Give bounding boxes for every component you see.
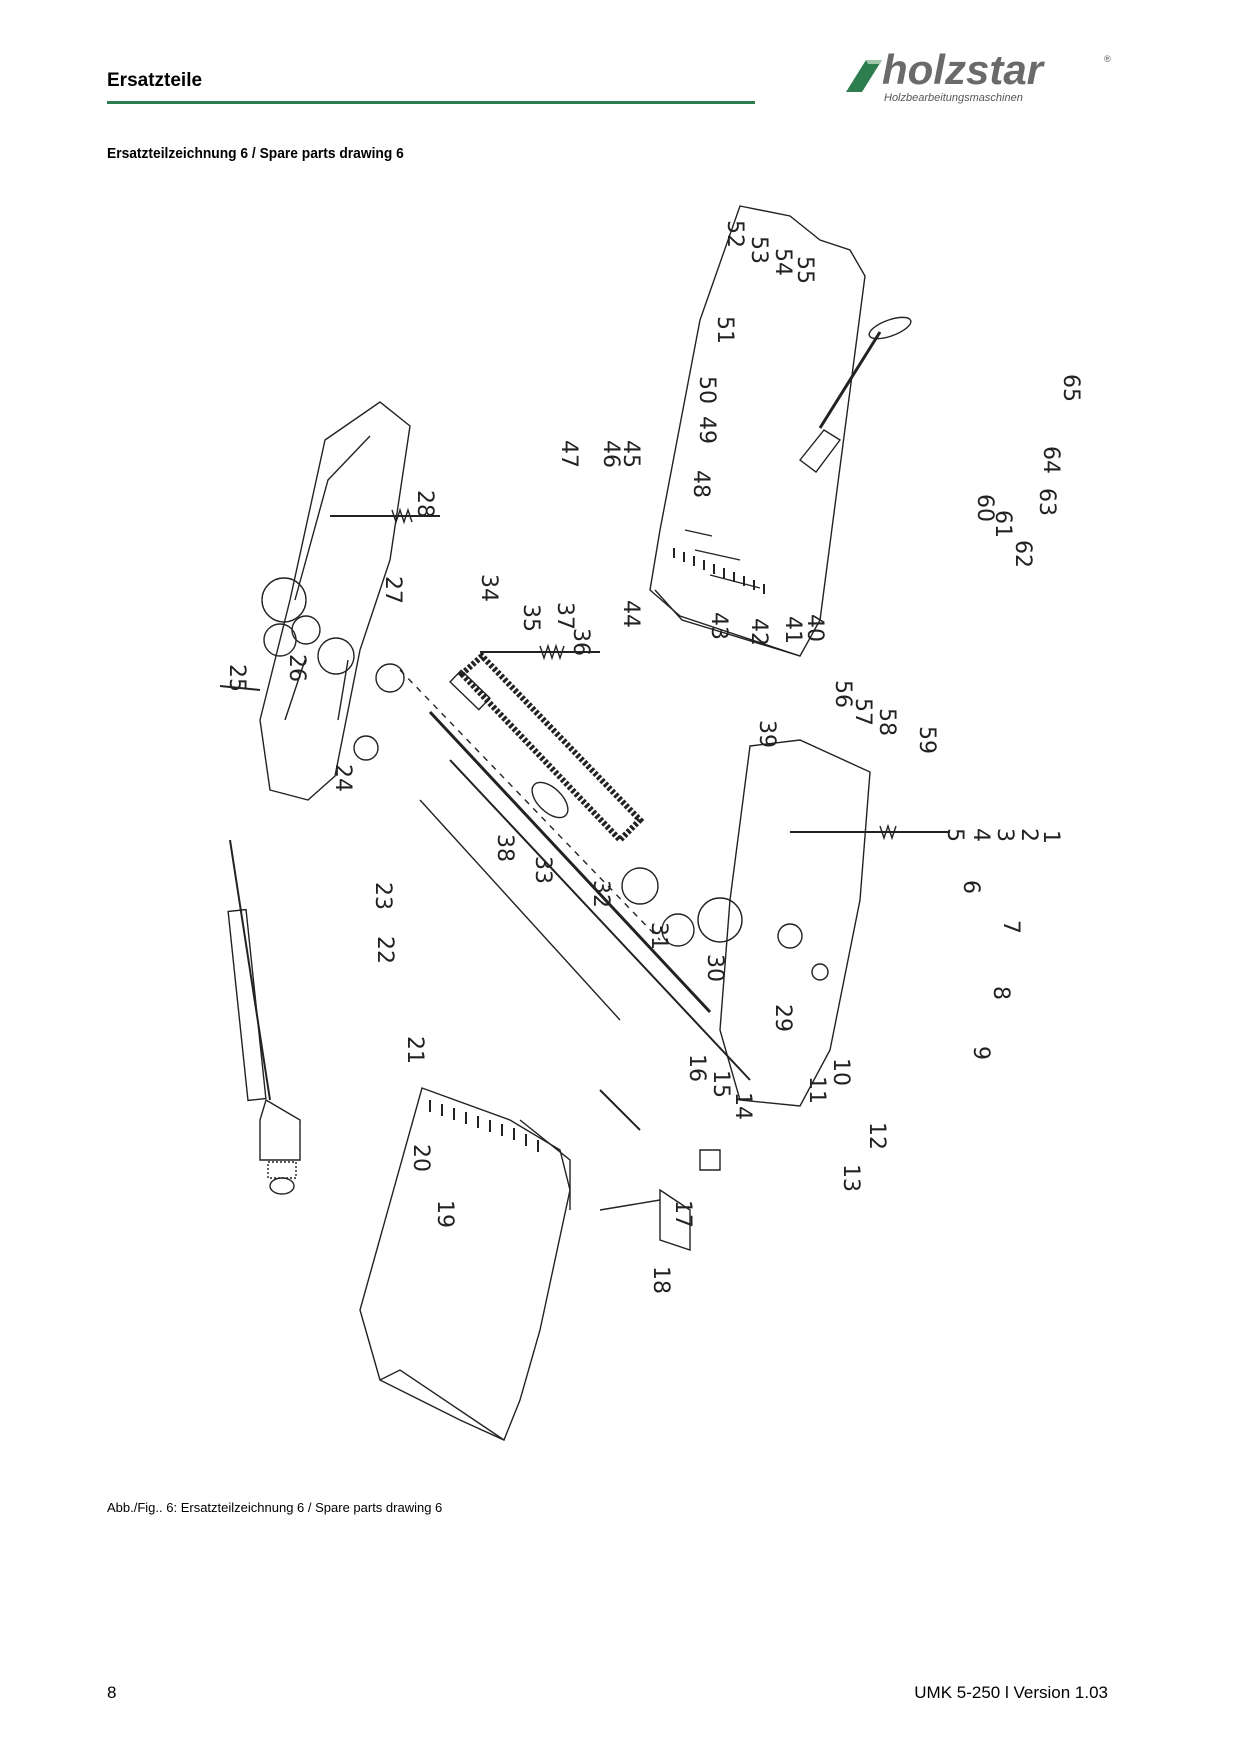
callout-9: 9	[968, 1046, 993, 1060]
callout-58: 58	[874, 708, 899, 736]
callout-39: 39	[754, 720, 779, 748]
callout-26: 26	[284, 654, 309, 682]
callout-53: 53	[746, 236, 771, 264]
callout-45: 45	[618, 440, 643, 468]
callout-16: 16	[684, 1054, 709, 1082]
callout-27: 27	[380, 576, 405, 604]
callout-18: 18	[648, 1266, 673, 1294]
callout-21: 21	[402, 1036, 427, 1064]
callout-20: 20	[408, 1144, 433, 1172]
callout-23: 23	[370, 882, 395, 910]
callout-13: 13	[838, 1164, 863, 1192]
callout-42: 42	[746, 618, 771, 646]
callout-34: 34	[476, 574, 501, 602]
callout-36: 36	[568, 628, 593, 656]
callout-61: 61	[990, 510, 1015, 538]
callout-14: 14	[730, 1092, 755, 1120]
section-title: Ersatzteile	[107, 70, 203, 91]
holzstar-logo: holzstar ® Holzbearbeitungsmaschinen	[840, 46, 1111, 108]
callout-37: 37	[552, 602, 577, 630]
callout-35: 35	[518, 604, 543, 632]
callout-5: 5	[942, 828, 967, 842]
figure-caption: Abb./Fig.. 6: Ersatzteilzeichnung 6 / Sp…	[107, 1500, 443, 1515]
callout-64: 64	[1038, 446, 1063, 474]
callout-33: 33	[530, 856, 555, 884]
callout-17: 17	[670, 1200, 695, 1228]
logo-wordmark: holzstar	[882, 46, 1044, 93]
callout-32: 32	[588, 880, 613, 908]
callout-43: 43	[706, 612, 731, 640]
page-number: 8	[107, 1683, 117, 1702]
exploded-parts-drawing: 1234567891011121314151617181920212223242…	[219, 205, 1083, 1441]
callout-54: 54	[770, 248, 795, 276]
callout-48: 48	[688, 470, 713, 498]
springs-bolts-part	[219, 507, 950, 1131]
callout-40: 40	[802, 614, 827, 642]
callout-1: 1	[1038, 830, 1063, 844]
part-callout-labels: 1234567891011121314151617181920212223242…	[224, 220, 1083, 1294]
callout-38: 38	[492, 834, 517, 862]
callout-63: 63	[1034, 488, 1059, 516]
logo-registered-mark: ®	[1104, 54, 1111, 64]
callout-12: 12	[864, 1122, 889, 1150]
handwheel-spindle-part	[227, 839, 301, 1195]
header-divider	[107, 101, 755, 104]
logo-mark-icon	[846, 60, 882, 92]
callout-7: 7	[998, 920, 1023, 934]
callout-59: 59	[914, 726, 939, 754]
lower-table-part	[359, 1087, 571, 1441]
callout-47: 47	[556, 440, 581, 468]
callout-65: 65	[1058, 374, 1083, 402]
callout-19: 19	[432, 1200, 457, 1228]
callout-62: 62	[1010, 540, 1035, 568]
callout-50: 50	[694, 376, 719, 404]
bearings-part	[263, 623, 743, 947]
callout-46: 46	[598, 440, 623, 468]
callout-55: 55	[792, 256, 817, 284]
callout-49: 49	[694, 416, 719, 444]
callout-41: 41	[780, 616, 805, 644]
callout-24: 24	[330, 764, 355, 792]
callout-6: 6	[958, 880, 983, 894]
crank-handle-part	[799, 316, 912, 473]
callout-57: 57	[850, 698, 875, 726]
callout-2: 2	[1016, 828, 1041, 842]
callout-30: 30	[702, 954, 727, 982]
callout-52: 52	[722, 220, 747, 248]
callout-4: 4	[968, 828, 993, 842]
document-version: UMK 5-250 l Version 1.03	[914, 1683, 1108, 1702]
feed-rollers-part	[399, 651, 751, 1081]
callout-11: 11	[804, 1076, 829, 1104]
callout-8: 8	[988, 986, 1013, 1000]
callout-60: 60	[972, 494, 997, 522]
logo-tagline: Holzbearbeitungsmaschinen	[884, 92, 1023, 104]
right-frame-part	[719, 739, 871, 1107]
callout-10: 10	[828, 1058, 853, 1086]
callout-22: 22	[372, 936, 397, 964]
callout-3: 3	[992, 828, 1017, 842]
callout-28: 28	[412, 490, 437, 518]
callout-31: 31	[646, 922, 671, 950]
drawing-heading: Ersatzteilzeichnung 6 / Spare parts draw…	[107, 145, 404, 162]
callout-44: 44	[618, 600, 643, 628]
callout-15: 15	[708, 1070, 733, 1098]
lower-fittings-part	[519, 1119, 721, 1251]
upper-table-part	[649, 205, 866, 657]
callout-56: 56	[830, 680, 855, 708]
callout-25: 25	[224, 664, 249, 692]
callout-51: 51	[712, 316, 737, 344]
callout-29: 29	[770, 1004, 795, 1032]
